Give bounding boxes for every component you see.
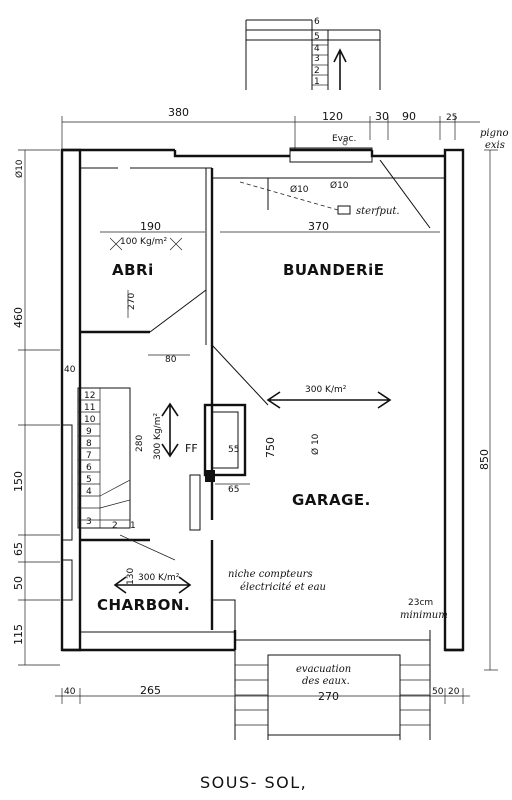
step-top-3: 3 [314, 54, 320, 64]
load-stair: 300 Kg/m² [153, 413, 163, 460]
dim-min-23: 23cm [408, 598, 433, 608]
left-dimensions: Ø10 460 40 150 65 50 115 [12, 149, 76, 666]
step-10: 10 [84, 415, 96, 425]
step-top-5: 5 [314, 32, 320, 42]
dim-top-120: 120 [322, 110, 343, 123]
bottom-dimensions: 40 265 50 20 [55, 684, 470, 704]
pignon-label-2: exis [485, 140, 505, 151]
step-4: 4 [86, 487, 92, 497]
phi10-top: Ø10 [330, 180, 349, 191]
step-7: 7 [86, 451, 92, 461]
dim-bottom-50: 50 [432, 687, 444, 697]
dim-left-115: 115 [12, 624, 25, 645]
dim-bottom-265: 265 [140, 684, 161, 697]
plan-title: SOUS- SOL, [200, 773, 307, 792]
step-1: 1 [130, 521, 136, 531]
exterior-stair-top: 6 5 4 3 2 1 [245, 17, 381, 90]
dim-left-50: 50 [12, 576, 25, 590]
dim-top-25: 25 [446, 113, 457, 123]
dim-buanderie-370: 370 [308, 220, 329, 233]
dim-abri-190: 190 [140, 220, 161, 233]
dim-garage-010: Ø 10 [310, 433, 321, 455]
dim-top-30: 30 [375, 110, 389, 123]
room-label-garage: GARAGE. [292, 491, 371, 509]
interior-walls [62, 159, 431, 650]
evac-top-label: Evac. [332, 134, 356, 144]
dim-top-380: 380 [168, 106, 189, 119]
room-label-abri: ABRi [112, 261, 154, 279]
dim-garage-750: 750 [264, 437, 277, 458]
room-buanderie: BUANDERiE 370 Ø10 Ø10 sterfput. [220, 180, 440, 279]
dim-left-460: 460 [12, 307, 25, 328]
dim-left-40: 40 [64, 365, 76, 375]
label-ff: FF [185, 442, 198, 455]
dim-left-150: 150 [12, 471, 25, 492]
room-garage: 300 K/m² 750 Ø 10 FF 55 65 GARAGE. niche… [185, 385, 448, 621]
dim-bottom-270-inner: 270 [318, 690, 339, 703]
load-garage: 300 K/m² [305, 385, 347, 395]
dim-bottom-40: 40 [64, 687, 76, 697]
exterior-stair-bottom: evacuation des eaux. 270 [234, 650, 431, 740]
main-stair: 12 11 10 9 8 7 6 5 4 3 2 1 280 300 Kg/m²… [77, 354, 190, 531]
step-top-2: 2 [314, 66, 320, 76]
niche-line-2: électricité et eau [240, 582, 326, 593]
step-12: 12 [84, 391, 95, 401]
pignon-label-1: pigno [480, 128, 508, 139]
dim-charbon-130: 130 [126, 568, 136, 585]
dim-stair-280: 280 [135, 435, 145, 452]
step-5: 5 [86, 475, 92, 485]
sterfput-label: sterfput. [356, 206, 400, 217]
room-charbon: CHARBON. 300 K/m² 130 [97, 534, 192, 614]
step-top-1: 1 [314, 77, 320, 87]
dim-top-90: 90 [402, 110, 416, 123]
dim-left-65: 65 [12, 542, 25, 556]
step-top-6: 6 [314, 17, 320, 27]
dim-chimney-55: 55 [228, 445, 239, 455]
room-label-charbon: CHARBON. [97, 596, 190, 614]
step-8: 8 [86, 439, 92, 449]
load-abri: 100 Kg/m² [120, 237, 167, 247]
load-charbon: 300 K/m² [138, 573, 180, 583]
dim-chimney-65: 65 [228, 485, 239, 495]
top-dimensions: 380 120 30 90 25 Evac. pigno exis [61, 106, 508, 151]
evac-line-1: evacuation [296, 664, 351, 675]
minimum-label: minimum [400, 610, 448, 621]
dim-bottom-20: 20 [448, 687, 460, 697]
step-9: 9 [86, 427, 92, 437]
dim-stair-80: 80 [165, 355, 177, 365]
room-abri: ABRi 190 100 Kg/m² 270 [100, 220, 205, 318]
step-3: 3 [86, 517, 92, 527]
step-top-4: 4 [314, 44, 320, 54]
niche-line-1: niche compteurs [228, 569, 313, 580]
step-6: 6 [86, 463, 92, 473]
step-2: 2 [112, 521, 118, 531]
room-label-buanderie: BUANDERiE [283, 261, 384, 279]
phi10-small: Ø10 [290, 184, 309, 195]
step-11: 11 [84, 403, 95, 413]
right-dimensions: 850 [478, 149, 498, 671]
dim-left-phi10: Ø10 [14, 159, 25, 178]
evac-line-2: des eaux. [302, 676, 350, 687]
dim-right-850: 850 [478, 449, 491, 470]
dim-abri-270: 270 [127, 293, 137, 310]
